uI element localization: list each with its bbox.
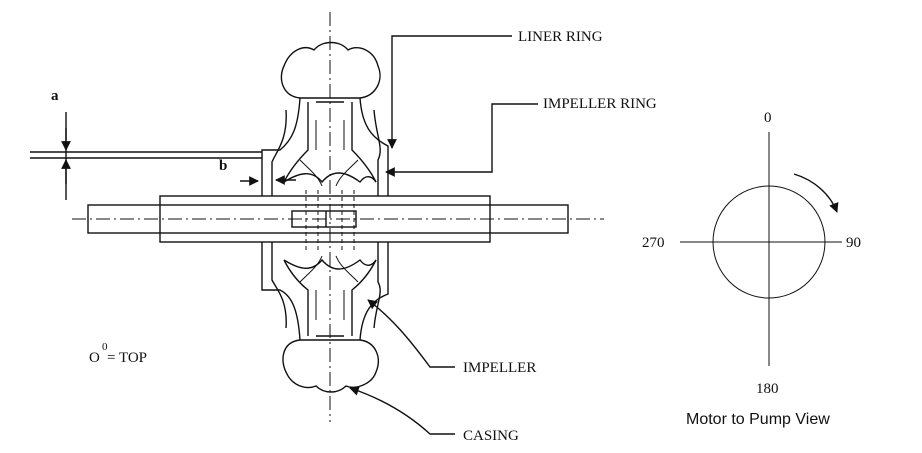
- impeller-label: IMPELLER: [463, 360, 536, 376]
- dim-b-label: b: [219, 158, 227, 174]
- top-note-superscript: 0: [102, 341, 108, 353]
- impeller-ring-label: IMPELLER RING: [543, 96, 657, 112]
- top-note-base: O: [89, 350, 100, 366]
- casing-bottom-bulb: [282, 339, 379, 393]
- casing-upper-left-wall: [261, 97, 301, 196]
- liner-ring-label: LINER RING: [518, 29, 603, 45]
- rotation-circle: [712, 185, 826, 299]
- impeller-upper-shroud: [283, 102, 377, 183]
- impeller-leader: [367, 299, 455, 368]
- impeller-ring-leader: [385, 103, 538, 177]
- top-reference-note: O 0 = TOP: [89, 341, 147, 366]
- angle-90-label: 90: [846, 235, 861, 251]
- angle-270-label: 270: [642, 235, 665, 251]
- impeller-lower-shroud: [283, 259, 377, 336]
- dim-a-label: a: [51, 88, 59, 104]
- rotation-view-caption: Motor to Pump View: [686, 411, 830, 428]
- shaft: [87, 204, 569, 234]
- top-note-text: = TOP: [107, 350, 147, 366]
- rotation-view: 0 90 180 270 Motor to Pump View: [642, 110, 861, 428]
- impeller-key: [291, 210, 357, 228]
- casing-top-bulb: [280, 41, 381, 99]
- rotation-direction-arrow: [793, 173, 839, 213]
- pump-cross-section: LINER RING IMPELLER RING IMPELLER CASING…: [30, 12, 657, 444]
- casing-label: CASING: [463, 428, 519, 444]
- angle-0-label: 0: [764, 110, 772, 126]
- casing-leader: [349, 386, 455, 435]
- angle-180-label: 180: [756, 381, 779, 397]
- casing-lower-left-wall: [261, 242, 301, 341]
- liner-ring-leader: [387, 35, 512, 149]
- shaft-sleeve: [159, 195, 491, 243]
